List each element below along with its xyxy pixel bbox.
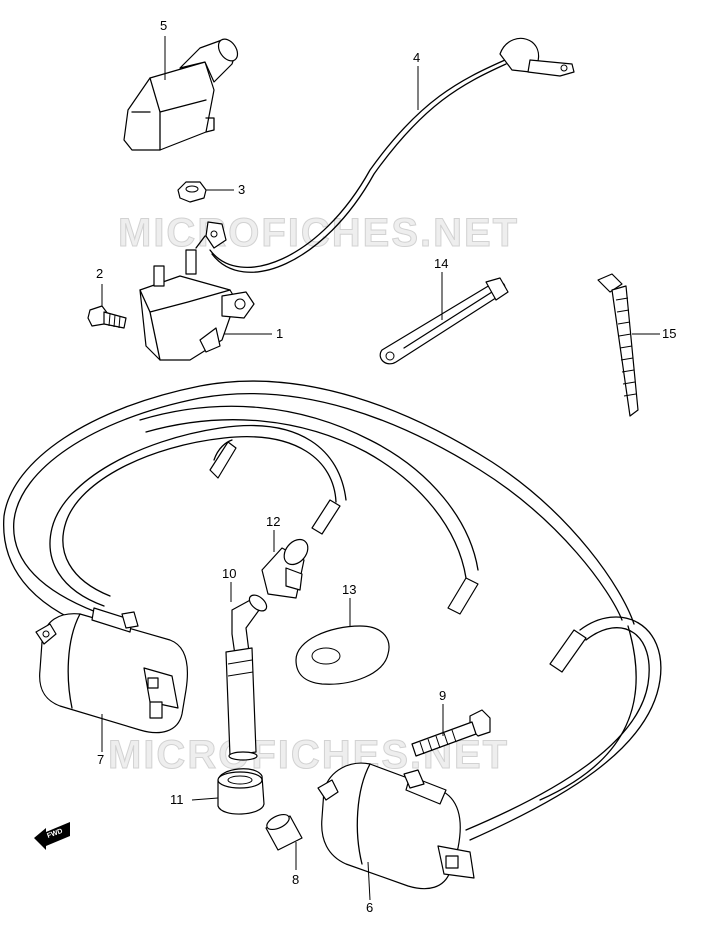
part-11-seal: [217, 768, 265, 815]
leader-lines: [101, 36, 660, 901]
part-15-cable-tie: [597, 273, 639, 417]
part-label-9: 9: [439, 688, 446, 703]
part-label-10: 10: [222, 566, 236, 581]
part-label-1: 1: [276, 326, 283, 341]
part-label-7: 7: [97, 752, 104, 767]
harness-loops: [3, 380, 662, 841]
part-label-8: 8: [292, 872, 299, 887]
part-10-plug-cap: [225, 594, 268, 761]
part-label-12: 12: [266, 514, 280, 529]
part-7-ignition-coil: [35, 607, 189, 734]
part-label-4: 4: [413, 50, 420, 65]
part-8-collar: [265, 813, 303, 851]
part-label-13: 13: [342, 582, 356, 597]
fwd-arrow-icon: FWD: [34, 822, 70, 850]
part-label-2: 2: [96, 266, 103, 281]
part-5-cover: [123, 38, 239, 151]
part-label-5: 5: [160, 18, 167, 33]
part-4-cable: [209, 37, 575, 273]
part-label-3: 3: [238, 182, 245, 197]
part-6-ignition-coil: [317, 762, 475, 890]
part-label-6: 6: [366, 900, 373, 915]
part-14-clamp: [379, 277, 509, 365]
part-9-bolt: [411, 709, 491, 757]
part-label-14: 14: [434, 256, 448, 271]
part-1-relay: [139, 221, 255, 361]
watermark-top: MICROFICHES.NET: [118, 211, 519, 255]
part-2-bolt: [87, 305, 127, 329]
part-label-11: 11: [170, 792, 184, 807]
part-12-grommet: [261, 538, 309, 599]
part-3-nut: [177, 181, 207, 203]
part-label-15: 15: [662, 326, 676, 341]
part-13-washer: [295, 625, 390, 685]
part-labels: 5 3 2 1 4 14 15 12 10 13 9 7 11 8 6: [96, 18, 676, 915]
